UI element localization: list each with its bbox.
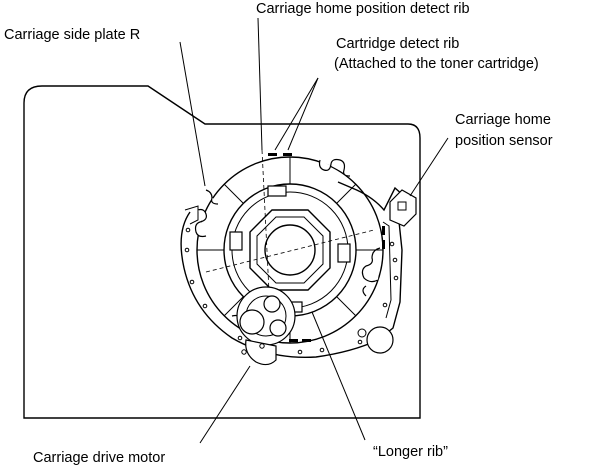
bottom-right-boss (357, 326, 394, 354)
rib-marks (268, 153, 385, 342)
label-cartridge-rib-2: (Attached to the toner cartridge) (334, 56, 539, 72)
label-sensor-2: position sensor (455, 133, 553, 149)
label-cartridge-rib-1: Cartridge detect rib (336, 36, 459, 52)
label-side-plate: Carriage side plate R (4, 27, 140, 43)
side-plate-holes (184, 227, 399, 355)
label-longer-rib: “Longer rib” (373, 444, 448, 460)
label-home-position-rib: Carriage home position detect rib (256, 1, 470, 17)
carriage-side-plate (180, 181, 405, 359)
carriage-disc (194, 149, 384, 344)
label-drive-motor: Carriage drive motor (33, 450, 165, 466)
carriage-drive-motor (236, 286, 296, 366)
leader-lines (179, 17, 449, 444)
side-plate-right-arm (382, 221, 392, 319)
side-plate-left-tab (184, 205, 199, 225)
home-position-sensor (389, 189, 417, 227)
label-sensor-1: Carriage home (455, 112, 551, 128)
printer-frame-outline (23, 85, 421, 419)
